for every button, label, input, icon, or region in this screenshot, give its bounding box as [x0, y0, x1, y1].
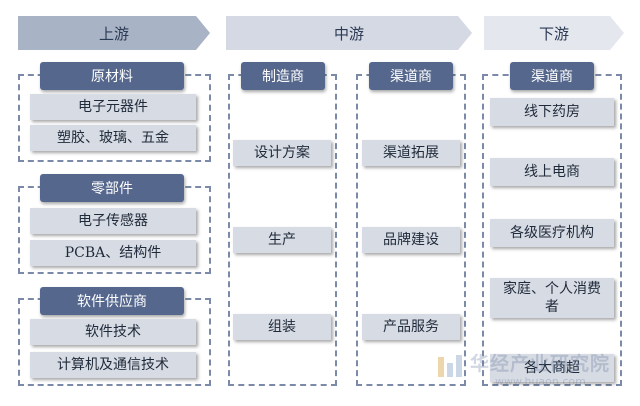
manufacturer-item: 组装 [233, 314, 331, 340]
group-header-raw-materials: 原材料 [40, 62, 184, 90]
watermark-name: 华经产业研究院 [470, 353, 611, 375]
upstream-item: 塑胶、玻璃、五金 [30, 125, 196, 151]
manufacturer-item: 生产 [233, 227, 331, 253]
downstream-channel-item: 各大商超 [490, 354, 614, 382]
midstream-channel-header: 渠道商 [369, 62, 453, 90]
midstream-channel-item: 渠道拓展 [362, 140, 460, 166]
downstream-channel-item: 家庭、个人消费者 [490, 278, 614, 318]
midstream-channel-item: 品牌建设 [362, 227, 460, 253]
manufacturer-header: 制造商 [241, 62, 325, 90]
upstream-item: PCBA、结构件 [30, 240, 196, 266]
watermark-url: www.huaon.com [495, 375, 586, 388]
midstream-channel-item: 产品服务 [362, 314, 460, 340]
stage-upstream-label: 上游 [98, 24, 129, 43]
group-header-components: 零部件 [40, 174, 184, 202]
downstream-channel-item: 线下药房 [490, 98, 614, 126]
manufacturer-item: 设计方案 [233, 140, 331, 166]
stage-midstream-label: 中游 [333, 24, 364, 43]
stage-downstream-label: 下游 [538, 24, 569, 43]
group-header-software: 软件供应商 [40, 287, 184, 315]
upstream-item: 电子传感器 [30, 208, 196, 234]
watermark-logo-icon [438, 355, 462, 377]
downstream-channel-item: 线上电商 [490, 158, 614, 186]
stage-midstream: 中游 [226, 16, 472, 50]
downstream-channel-header: 渠道商 [510, 62, 594, 90]
upstream-item: 电子元器件 [30, 94, 196, 120]
upstream-item: 计算机及通信技术 [30, 352, 196, 378]
stage-upstream: 上游 [18, 16, 210, 50]
downstream-channel-item: 各级医疗机构 [490, 219, 614, 247]
upstream-item: 软件技术 [30, 319, 196, 345]
stage-downstream: 下游 [484, 16, 624, 50]
